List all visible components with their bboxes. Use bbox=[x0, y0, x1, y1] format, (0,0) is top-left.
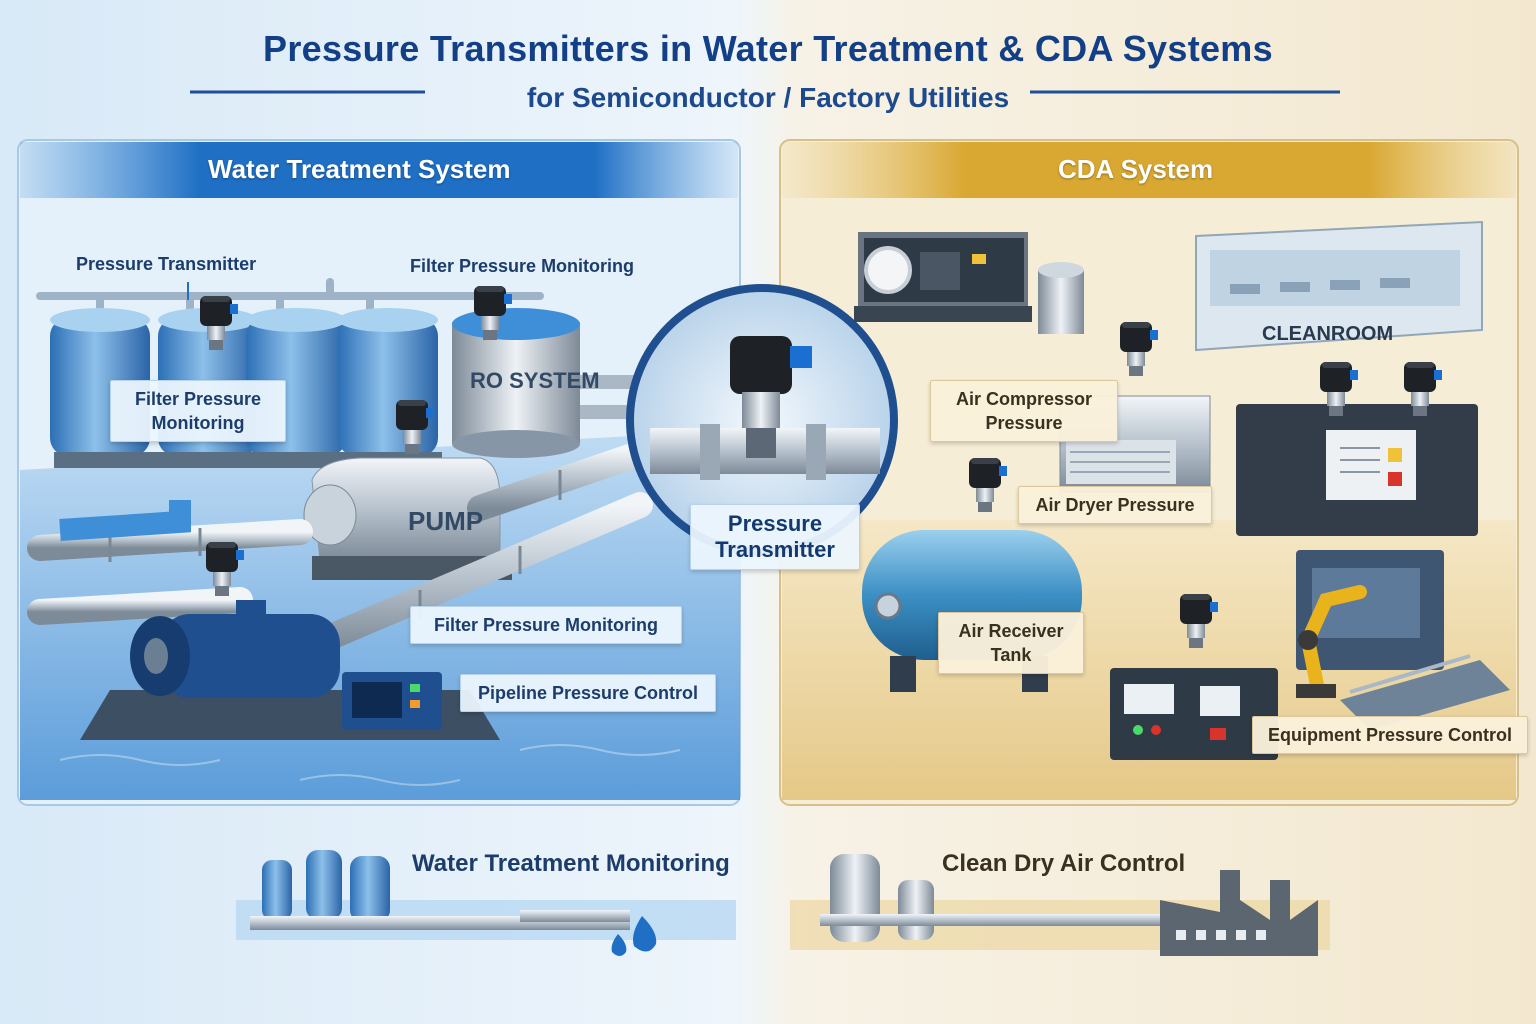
label-pipeline-control: Pipeline Pressure Control bbox=[460, 674, 716, 712]
label-equipment-control: Equipment Pressure Control bbox=[1252, 716, 1528, 754]
label-cleanroom: CLEANROOM bbox=[1262, 323, 1394, 345]
label-filter-pressure-tank: Filter Pressure Monitoring bbox=[110, 380, 286, 442]
page-title: Pressure Transmitters in Water Treatment… bbox=[263, 28, 1273, 69]
pump-stencil: PUMP bbox=[408, 506, 484, 536]
ro-system-stencil: RO SYSTEM bbox=[470, 368, 600, 393]
label-filter-pressure-top: Filter Pressure Monitoring bbox=[410, 256, 635, 276]
label-air-dryer: Air Dryer Pressure bbox=[1018, 486, 1212, 524]
cda-footer-label: Clean Dry Air Control bbox=[942, 850, 1186, 877]
label-air-receiver: Air Receiver Tank bbox=[938, 612, 1084, 674]
label-filter-pressure-pipe: Filter Pressure Monitoring bbox=[410, 606, 682, 644]
label-center-pressure-transmitter: Pressure Transmitter bbox=[690, 504, 860, 570]
label-pressure-transmitter: Pressure Transmitter bbox=[76, 254, 257, 274]
cda-panel-heading: CDA System bbox=[1058, 154, 1214, 184]
water-panel-heading: Water Treatment System bbox=[208, 154, 511, 184]
page-subtitle: for Semiconductor / Factory Utilities bbox=[526, 82, 1010, 113]
label-air-compressor: Air Compressor Pressure bbox=[930, 380, 1118, 442]
water-footer-label: Water Treatment Monitoring bbox=[412, 850, 730, 877]
